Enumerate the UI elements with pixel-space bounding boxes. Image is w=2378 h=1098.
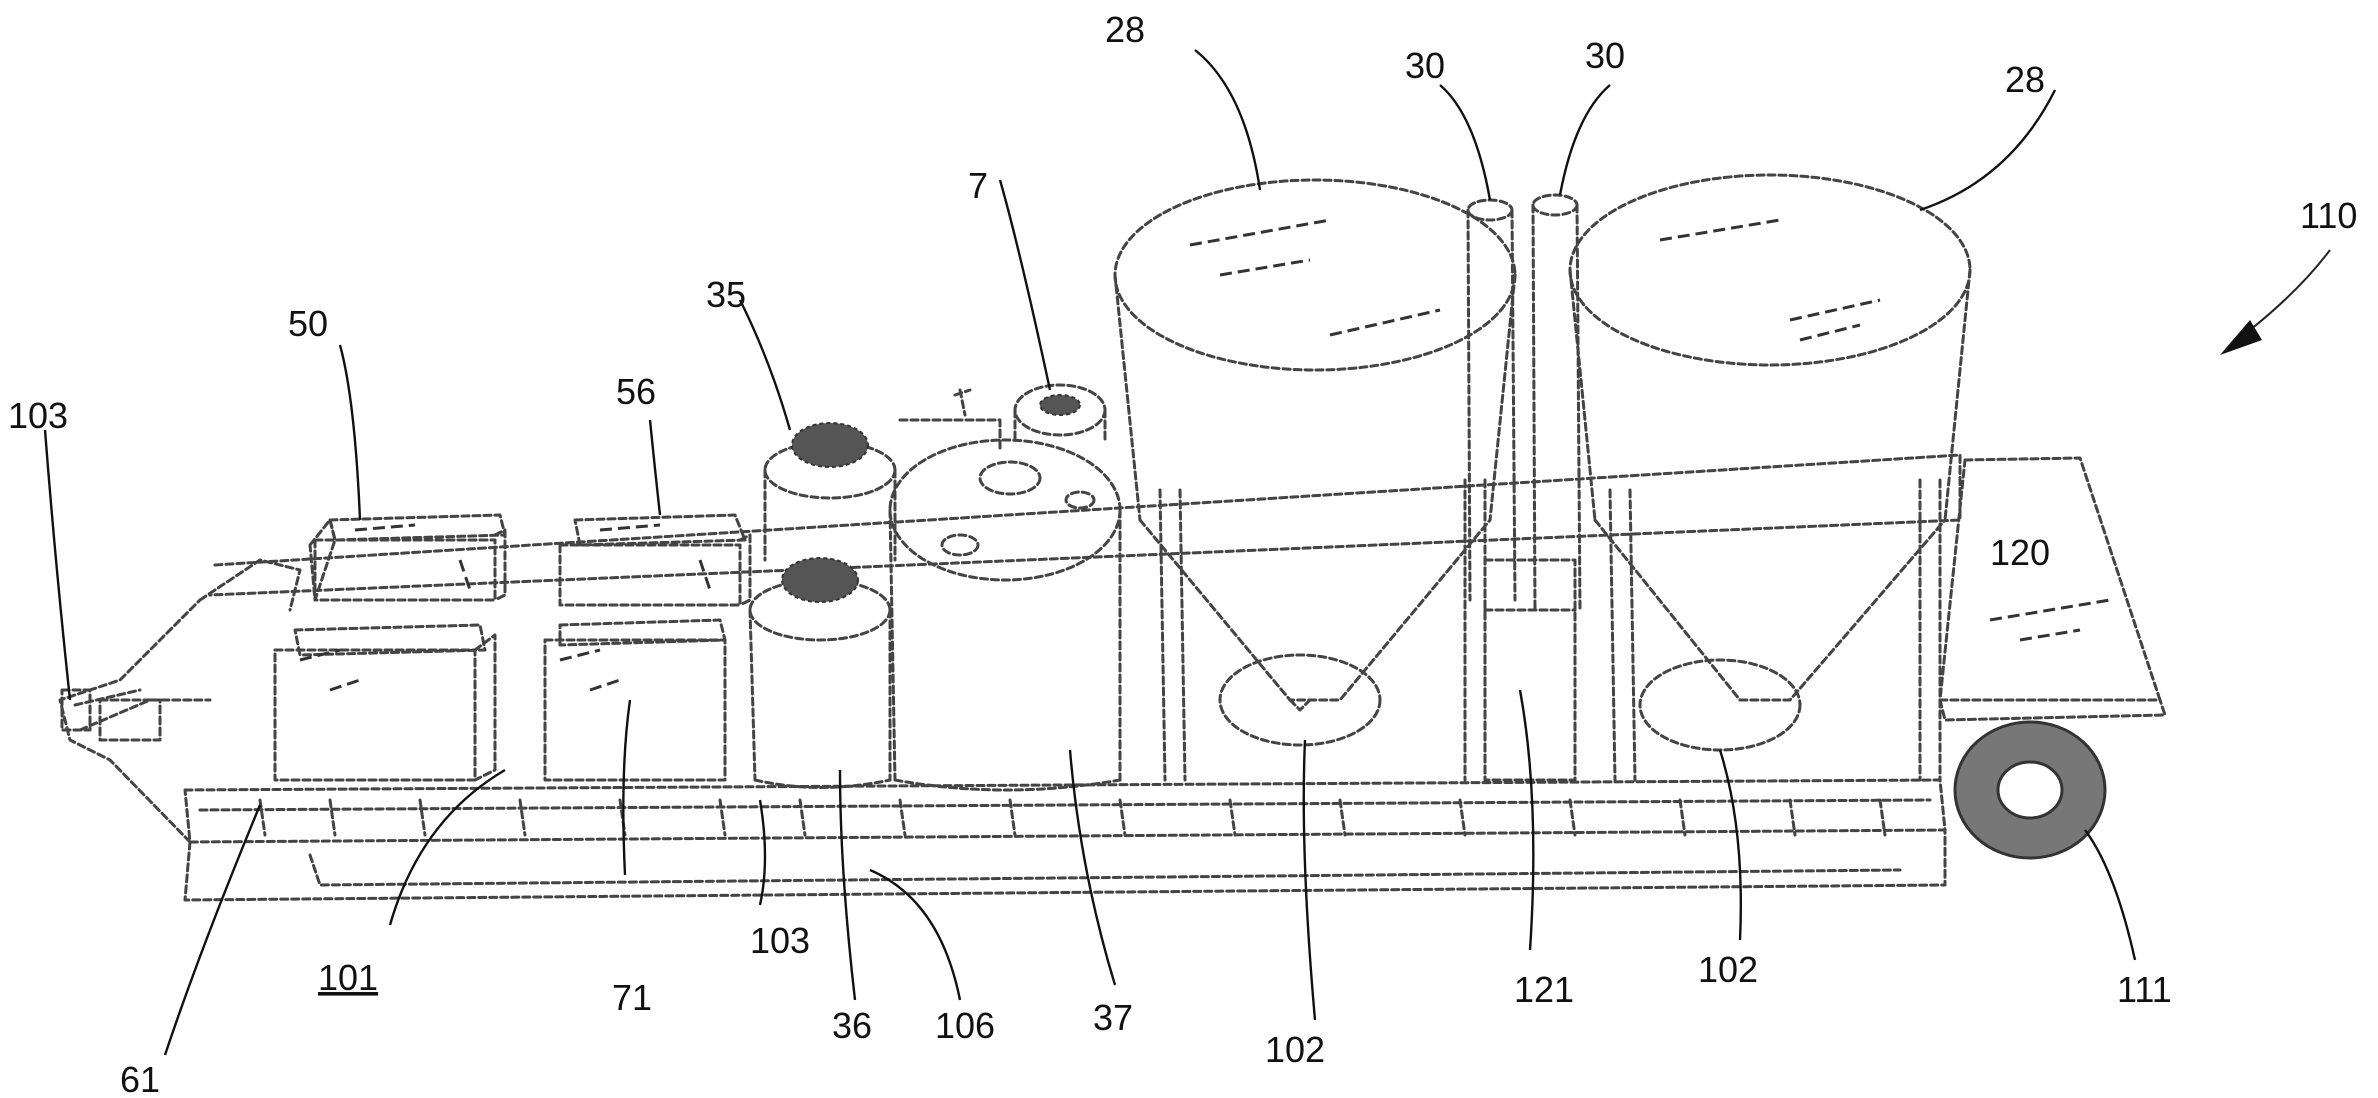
label-102-right: 102 bbox=[1698, 949, 1758, 990]
part-7 bbox=[953, 383, 1107, 442]
label-101: 101 bbox=[318, 957, 378, 998]
leader-lines bbox=[43, 49, 2137, 1056]
label-120: 120 bbox=[1990, 532, 2050, 573]
label-111: 111 bbox=[2117, 969, 2172, 1010]
part-121 bbox=[1483, 558, 1577, 782]
arrow-110 bbox=[2220, 249, 2331, 355]
silo-28-right bbox=[1568, 173, 1972, 782]
label-28-right: 28 bbox=[2005, 59, 2045, 100]
label-103-left: 103 bbox=[8, 395, 68, 436]
silo-28-left bbox=[1113, 178, 1517, 782]
box-101 bbox=[273, 623, 497, 782]
label-28-left: 28 bbox=[1105, 9, 1145, 50]
tank-36 bbox=[748, 557, 892, 789]
label-36: 36 bbox=[832, 1005, 872, 1046]
wheel-111 bbox=[1953, 720, 2107, 860]
platform-120 bbox=[1938, 456, 2167, 722]
label-102-left: 102 bbox=[1265, 1029, 1325, 1070]
label-121: 121 bbox=[1514, 969, 1574, 1010]
label-50: 50 bbox=[288, 303, 328, 344]
label-30-left: 30 bbox=[1405, 45, 1445, 86]
label-110: 110 bbox=[2300, 195, 2357, 236]
label-106: 106 bbox=[935, 1005, 995, 1046]
label-7: 7 bbox=[968, 165, 988, 206]
box-50 bbox=[308, 513, 507, 602]
label-37: 37 bbox=[1093, 997, 1133, 1038]
label-71: 71 bbox=[612, 977, 652, 1018]
box-71 bbox=[543, 618, 727, 782]
tank-35 bbox=[763, 422, 897, 562]
label-103-lower: 103 bbox=[750, 920, 810, 961]
label-35: 35 bbox=[706, 274, 746, 315]
tank-37 bbox=[888, 418, 1122, 792]
label-61: 61 bbox=[120, 1059, 160, 1098]
trailer-chassis bbox=[58, 453, 1962, 902]
box-56 bbox=[558, 513, 752, 607]
reference-labels: 28 30 30 28 110 7 35 50 56 103 120 101 7… bbox=[8, 9, 2357, 1098]
label-56: 56 bbox=[616, 371, 656, 412]
label-30-right: 30 bbox=[1585, 35, 1625, 76]
